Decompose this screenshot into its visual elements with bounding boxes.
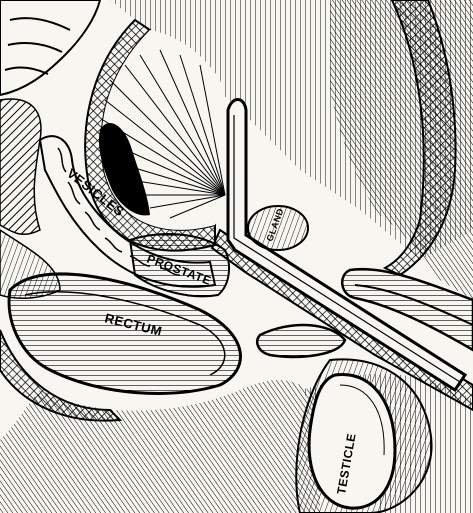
urethral-bulb [257, 325, 345, 357]
pelvic-floor [0, 99, 41, 234]
perineum [0, 380, 320, 513]
